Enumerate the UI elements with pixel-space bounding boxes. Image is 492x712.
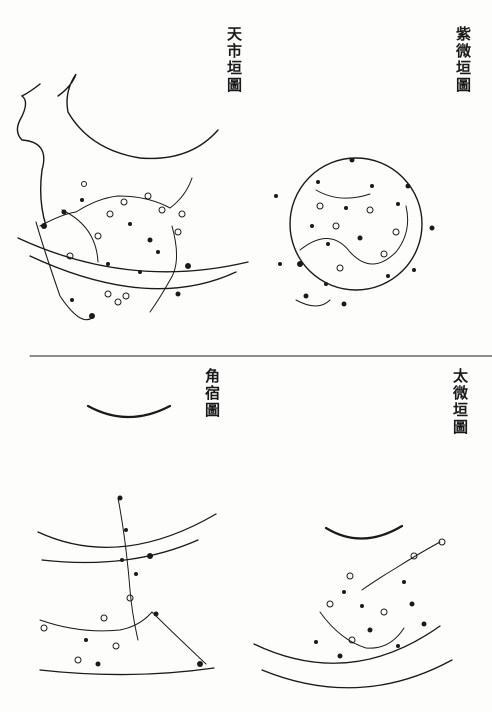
tianshi-stars [41,198,191,319]
taiwei-title: 太微垣圖 [451,368,469,436]
jiaosu-title: 角宿圖 [203,368,221,419]
taiwei-stars [314,580,427,659]
tianshi-chart [16,73,249,321]
jiaosu-stars [84,495,203,667]
jiaosu-chart [37,404,217,676]
tianshi-title: 天市垣圖 [225,26,243,94]
ziwei-chart [289,157,423,307]
ziwei-stars [274,157,435,307]
taiwei-chart [253,524,453,689]
ziwei-title: 紫微垣圖 [454,26,472,94]
